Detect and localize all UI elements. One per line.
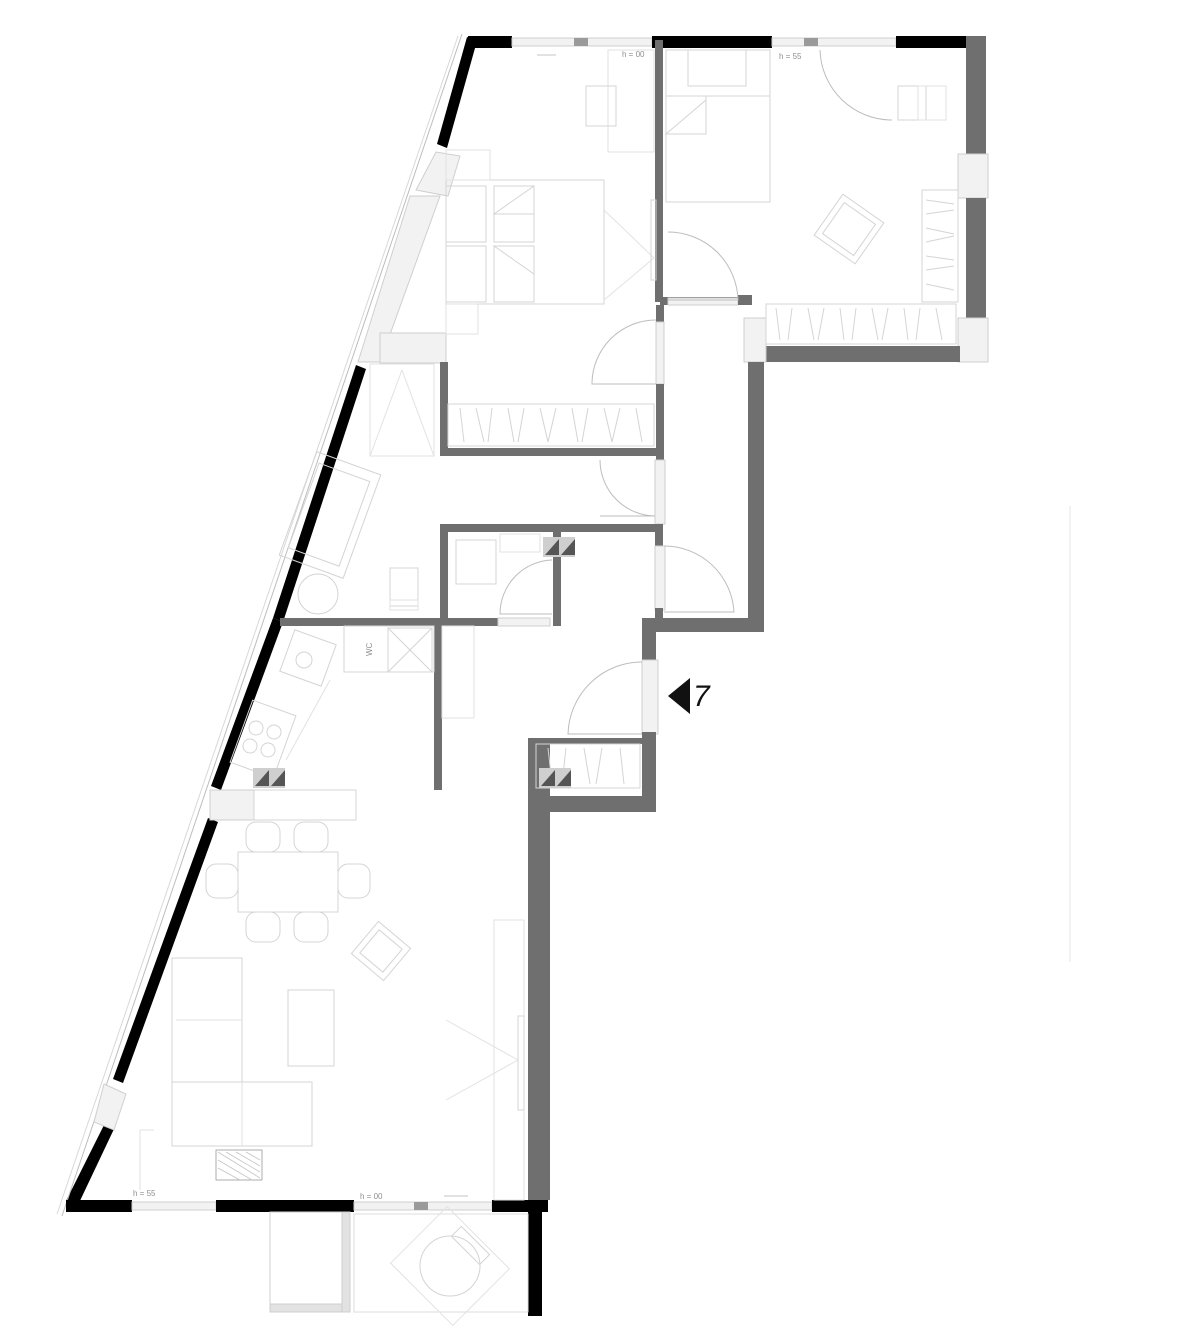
ventilation-shaft-icon xyxy=(253,768,285,788)
top-exterior-wall: h = 00 h = 55 xyxy=(468,36,984,61)
bottom-exterior-wall: h = 55 h = 00 xyxy=(66,1189,548,1316)
ventilation-shaft-icon xyxy=(539,768,571,788)
interior-walls xyxy=(280,40,764,1200)
window-height-label-bottom-left: h = 55 xyxy=(133,1189,156,1198)
kitchen xyxy=(229,629,641,821)
bedroom-1-furniture xyxy=(445,49,657,447)
bedroom-2-furniture xyxy=(664,49,959,345)
right-bedroom-walls xyxy=(743,36,989,363)
entrance-marker: 7 xyxy=(668,678,711,714)
balcony xyxy=(269,1205,529,1327)
exterior-diagonal-wall xyxy=(56,33,477,1217)
dining xyxy=(205,821,371,943)
window-height-label-bottom-right: h = 00 xyxy=(360,1192,383,1201)
triangle-left-icon xyxy=(668,678,690,714)
window-height-label-top-left: h = 00 xyxy=(622,50,645,59)
wc: WC xyxy=(343,625,475,719)
hall-furniture xyxy=(278,363,735,735)
window-height-label-top-right: h = 55 xyxy=(779,52,802,61)
bathroom xyxy=(455,533,575,615)
unit-number: 7 xyxy=(693,680,711,713)
wc-label: WC xyxy=(365,642,374,656)
ventilation-shaft-icon xyxy=(543,537,575,557)
living-room xyxy=(139,919,525,1201)
